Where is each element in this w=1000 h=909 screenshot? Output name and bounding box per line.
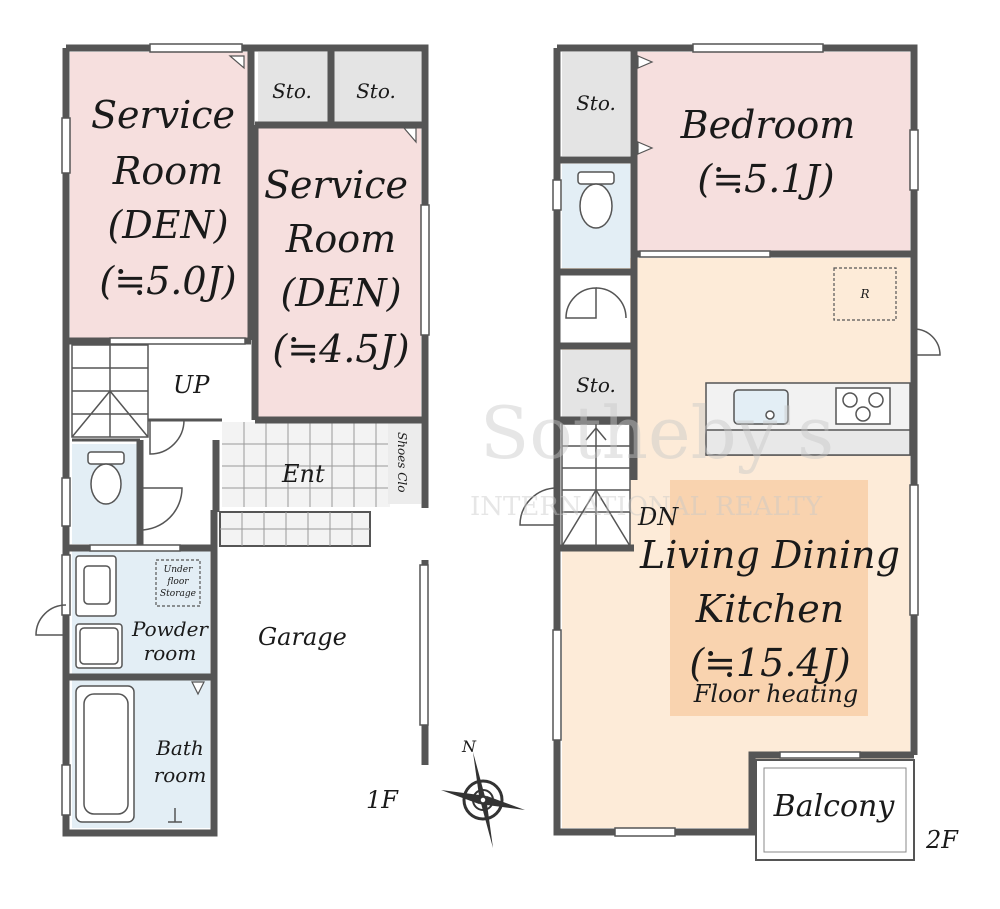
floor-1 <box>35 43 430 837</box>
bath-room-line-2: room <box>154 763 207 787</box>
bedroom-area <box>634 52 910 254</box>
balcony-area <box>755 759 915 861</box>
windows-2f <box>552 43 919 837</box>
stairs-2f <box>561 423 631 547</box>
refrigerator-space <box>833 267 897 321</box>
ldk-line-3: (≒15.4J) <box>689 641 850 685</box>
door-marker-c <box>191 681 205 696</box>
ldk-line-2: Kitchen <box>695 587 845 631</box>
floor-2-label: 2F <box>925 826 959 854</box>
floor-heating-area <box>670 480 868 716</box>
step-tiles <box>220 512 370 546</box>
service-room-a-line-2: Room <box>112 149 223 193</box>
shoes-closet-label: Shoes Clo <box>395 432 409 493</box>
compass-north-label: N <box>461 737 477 756</box>
service-room-a-line-1: Service <box>91 93 235 137</box>
toilet-2f-icon <box>577 171 615 229</box>
bedroom-line-2: (≒5.1J) <box>697 157 834 201</box>
entrance-label: Ent <box>281 460 325 488</box>
doors-1f <box>35 419 185 636</box>
storage-top-label: Sto. <box>576 91 616 115</box>
faucet-icon <box>168 808 182 823</box>
stairs-up-label: UP <box>173 371 210 399</box>
service-room-a-line-4: (≒5.0J) <box>99 259 236 303</box>
floor-1-label: 1F <box>366 786 399 814</box>
storage-a-area <box>258 52 328 122</box>
door-marker-e <box>637 141 654 155</box>
refrigerator-label: R <box>859 287 869 301</box>
doors-2f <box>519 287 941 526</box>
watermark-sub: INTERNATIONAL REALTY <box>470 492 823 522</box>
service-room-b-line-3: (DEN) <box>280 271 401 315</box>
entrance-tiles <box>222 422 388 507</box>
storage-top-area <box>562 52 630 156</box>
service-room-b-line-2: Room <box>285 217 396 261</box>
door-marker-d <box>637 55 654 69</box>
underfloor-storage-line-2: floor <box>166 577 189 587</box>
shoes-closet-area <box>388 422 421 504</box>
underfloor-storage-line-1: Under <box>164 565 193 575</box>
powder-room-line-1: Powder <box>131 617 209 641</box>
floor-heating-label: Floor heating <box>693 680 858 708</box>
storage-b-label: Sto. <box>356 79 396 103</box>
compass-icon <box>441 752 525 848</box>
garage-label: Garage <box>258 623 347 651</box>
toilet-1f-icon <box>87 451 125 505</box>
stairs-1f <box>71 344 149 438</box>
balcony-label: Balcony <box>773 789 896 824</box>
bedroom-line-1: Bedroom <box>680 103 856 147</box>
service-room-b-area <box>258 128 421 420</box>
service-room-b-line-4: (≒4.5J) <box>272 327 409 371</box>
storage-a-label: Sto. <box>272 79 312 103</box>
washbasin-icon <box>75 555 123 669</box>
watermark: Sotheby's INTERNATIONAL REALTY <box>470 391 834 522</box>
door-marker-b <box>402 127 417 144</box>
storage-mid-label: Sto. <box>576 373 616 397</box>
service-room-a-area <box>70 52 248 340</box>
ldk-line-1: Living Dining <box>639 533 900 577</box>
watermark-main: Sotheby's <box>480 391 834 475</box>
storage-mid-area <box>562 350 630 418</box>
door-marker-a <box>228 55 245 70</box>
service-room-b-line-1: Service <box>264 163 408 207</box>
storage-b-area <box>334 52 421 122</box>
stairs-down-label: DN <box>637 503 679 531</box>
inner-walls-1f <box>72 418 222 442</box>
powder-room-line-2: room <box>144 641 197 665</box>
windows-1f <box>61 43 430 816</box>
underfloor-storage-hatch <box>155 559 201 607</box>
service-room-a-line-3: (DEN) <box>107 203 228 247</box>
underfloor-storage-line-3: Storage <box>160 589 196 599</box>
bathtub-icon <box>75 685 135 823</box>
balcony-inner <box>763 767 907 853</box>
stove-icon <box>842 392 884 422</box>
bath-room-line-1: Bath <box>155 736 204 760</box>
floor-2 <box>519 43 941 861</box>
entrance-area <box>222 422 390 507</box>
